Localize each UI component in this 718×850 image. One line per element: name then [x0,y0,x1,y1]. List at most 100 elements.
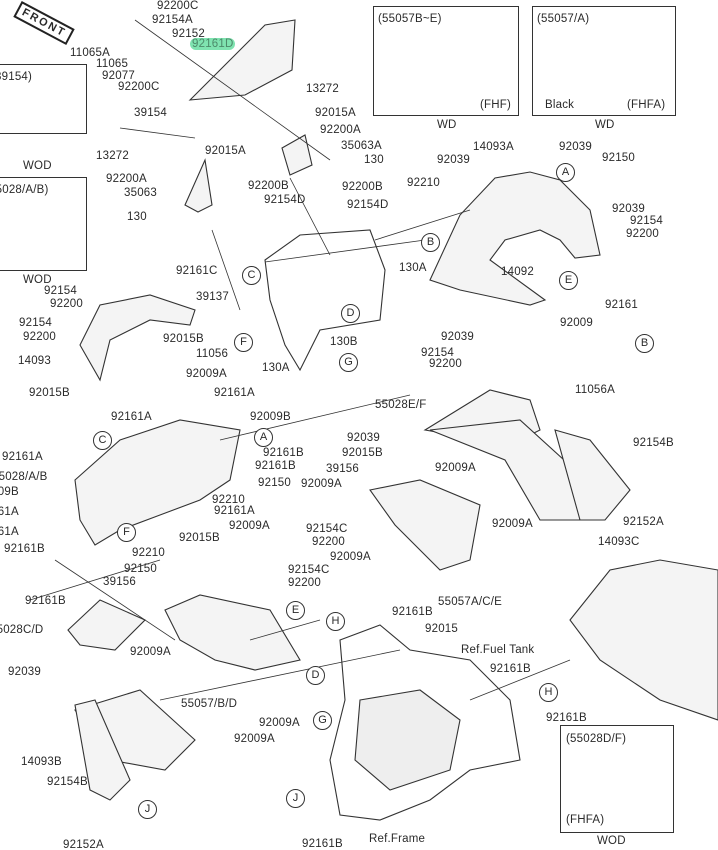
part-number-label: 92154 [421,347,454,359]
part-number-label: 11065A [70,47,110,59]
part-number-label: 92210 [407,177,440,189]
part-number-label: 92161B [25,595,66,607]
callout-b: B [421,233,440,252]
frame-inner [354,689,461,791]
part-number-label: 130A [262,362,290,374]
lower-cover [74,699,131,801]
inset-55057a: (55057/A) Black (FHFA) [532,6,676,116]
part-number-label: 130B [330,336,358,348]
part-number-label: 92009A [229,520,270,532]
bracket-35063 [184,158,213,213]
part-number-label: 92154C [288,564,330,576]
part-number-label: 92154C [306,523,348,535]
part-number-label: 92200 [429,358,462,370]
side-cowl-55057b [164,594,301,671]
part-number-label: 92039 [441,331,474,343]
part-number-label: 92015 [425,623,458,635]
part-number-label: 92210 [212,494,245,506]
part-number-label: 92154D [264,194,306,206]
part-number-label: 92161A [111,411,152,423]
windshield-part [188,19,296,101]
front-cowl-55028 [74,419,241,546]
callout-e: E [559,271,578,290]
callout-g: G [339,353,358,372]
side-cowl-55057a [369,479,481,571]
inset-footer: WD [595,119,615,131]
inset-55028-a-b: (55028/A/B) [0,177,87,271]
part-number-label: 11065 [96,58,129,70]
part-number-label: 92161D [190,38,236,50]
part-number-label: 92009A [186,368,227,380]
part-number-label: 92200 [50,298,83,310]
part-number-label: 92200A [106,173,147,185]
part-number-label: 92161B [392,606,433,618]
part-number-label: 13272 [306,83,339,95]
bracket-35063a [281,134,313,176]
inset-footer: WOD [23,160,52,172]
part-number-label: 92077 [102,70,135,82]
inset-title: (55057B~E) [378,13,442,25]
part-number-label: 92009B [0,486,19,498]
callout-d: D [341,304,360,323]
callout-f: F [234,333,253,352]
part-number-label: 14093 [18,355,51,367]
callout-c: C [242,266,261,285]
part-number-label: 92200 [626,228,659,240]
part-number-label: 130 [127,211,147,223]
part-number-label: 92009A [259,717,300,729]
part-number-label: 92161 [605,299,638,311]
part-number-label: 92150 [602,152,635,164]
part-number-label: 130 [364,154,384,166]
part-number-label: 39154 [134,107,167,119]
part-number-label: 92154A [152,14,193,26]
part-number-label: 92150 [124,563,157,575]
part-number-label: 55057/B/D [181,698,238,710]
part-number-label: 92154B [633,437,674,449]
part-number-label: 92200B [342,181,383,193]
inset-title: (55028D/F) [566,733,627,745]
part-number-label: 92152A [63,839,104,850]
part-number-label: 92161B [255,460,296,472]
part-number-label: 55028C/D [0,624,44,636]
part-number-label: 92039 [8,666,41,678]
callout-g: G [313,711,332,730]
callout-a: A [254,428,273,447]
part-number-label: 92150 [258,477,291,489]
inset-color: Black [545,99,575,111]
part-number-label: 92210 [132,547,165,559]
inset-39154: (39154) [0,64,87,134]
callout-e: E [286,601,305,620]
inner-cover-14093a [429,171,601,306]
fuel-tank [569,559,718,721]
part-number-label: 14092 [501,266,534,278]
part-number-label: 92015B [163,333,204,345]
part-number-label: 14093B [21,756,62,768]
part-number-label: 92161C [176,265,218,277]
part-number-label: 92161B [302,838,343,850]
part-number-label: 92039 [437,154,470,166]
part-number-label: 55028E/F [375,399,427,411]
part-number-label: 92015B [342,447,383,459]
part-number-label: 92015A [205,145,246,157]
part-number-label: 92161B [490,663,531,675]
part-number-label: 92009A [130,646,171,658]
inset-title: (55057/A) [537,13,590,25]
part-number-label: 92154D [347,199,389,211]
part-number-label: 92009A [492,518,533,530]
part-number-label: 92015B [179,532,220,544]
part-number-label: 92154B [47,776,88,788]
part-number-label: 14093C [598,536,640,548]
part-number-label: 11056A [575,384,615,396]
part-number-label: 39156 [103,576,136,588]
part-number-label: 92200 [23,331,56,343]
part-number-label: Ref.Frame [369,833,426,845]
part-number-label: 35063 [124,187,157,199]
part-number-label: 55028/A/B [0,471,48,483]
inset-footer: WD [437,119,457,131]
part-number-label: 92200B [248,180,289,192]
part-number-label: 92161A [0,526,19,538]
inset-55028d-f: (55028D/F) (FHFA) [560,725,674,833]
inset-footer: WOD [23,274,52,286]
part-number-label: 92152A [623,516,664,528]
